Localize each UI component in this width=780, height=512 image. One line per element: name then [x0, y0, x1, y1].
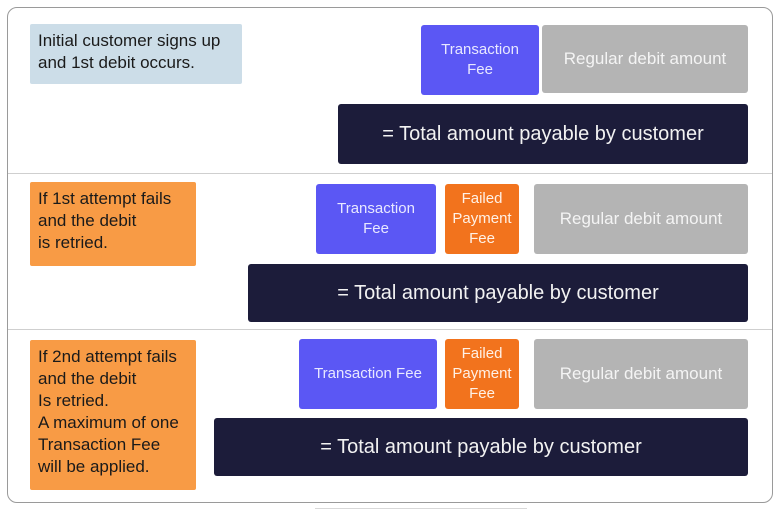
row1-regular-debit-block: Regular debit amount — [542, 25, 748, 93]
row-divider — [8, 329, 772, 330]
row1-note: Initial customer signs up and 1st debit … — [30, 24, 242, 84]
row3-transaction-fee-block: Transaction Fee — [299, 339, 437, 409]
row2-failed-payment-fee-block: Failed Payment Fee — [445, 184, 519, 254]
row2-transaction-fee-block: Transaction Fee — [316, 184, 436, 254]
row3-failed-payment-fee-block: Failed Payment Fee — [445, 339, 519, 409]
row3-regular-debit-block: Regular debit amount — [534, 339, 748, 409]
bottom-rule — [315, 508, 527, 509]
row1-total-block: = Total amount payable by customer — [338, 104, 748, 164]
row2-note: If 1st attempt fails and the debit is re… — [30, 182, 196, 266]
row2-total-block: = Total amount payable by customer — [248, 264, 748, 322]
row1-transaction-fee-block: Transaction Fee — [421, 25, 539, 95]
row2-regular-debit-block: Regular debit amount — [534, 184, 748, 254]
row3-total-block: = Total amount payable by customer — [214, 418, 748, 476]
row3-note: If 2nd attempt fails and the debit Is re… — [30, 340, 196, 490]
row-divider — [8, 173, 772, 174]
